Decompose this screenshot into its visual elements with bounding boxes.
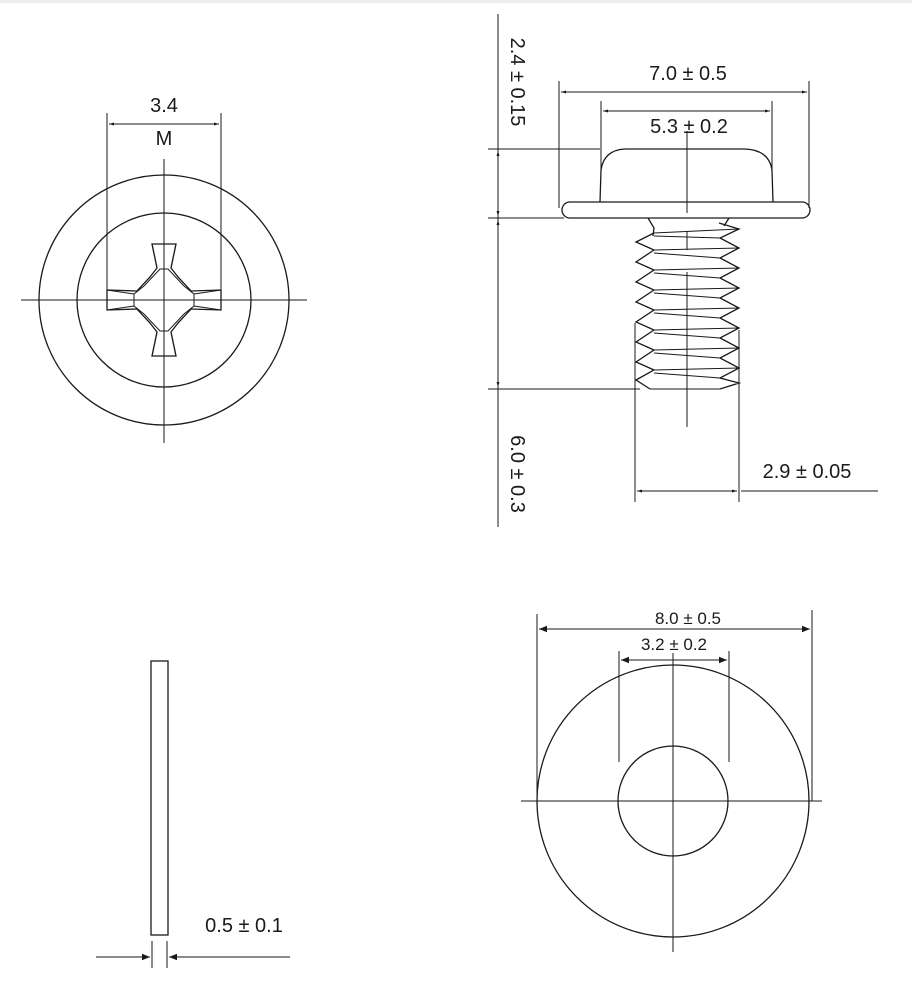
recess-width-label: 3.4 [150,95,178,117]
washer-front-view: 8.0 ± 0.5 3.2 ± 0.2 [521,609,822,952]
top-border [0,0,912,3]
washer-edge-view: 0.5 ± 0.1 [96,660,290,968]
inner-diameter-label: 3.2 ± 0.2 [641,635,707,654]
screw-side-view: 7.0 ± 0.5 5.3 ± 0.2 2.4 ± 0.15 6.0 ± 0.3… [488,14,878,527]
outer-diameter-label: 8.0 ± 0.5 [655,609,721,628]
length-label: 6.0 ± 0.3 [506,435,528,513]
thread-diameter-label: 2.9 ± 0.05 [763,461,852,483]
washer-edge-outline [150,660,169,936]
thickness-label: 0.5 ± 0.1 [205,915,283,937]
head-height-label: 2.4 ± 0.15 [506,38,528,127]
washer-flange [561,201,811,219]
recess-type-label: M [156,128,173,150]
screw-head-profile [599,148,774,203]
head-diameter-label: 5.3 ± 0.2 [650,116,728,138]
screw-top-view: 3.4 M [21,95,307,443]
phillips-recess-icon [106,243,222,357]
flange-diameter-label: 7.0 ± 0.5 [649,63,727,85]
